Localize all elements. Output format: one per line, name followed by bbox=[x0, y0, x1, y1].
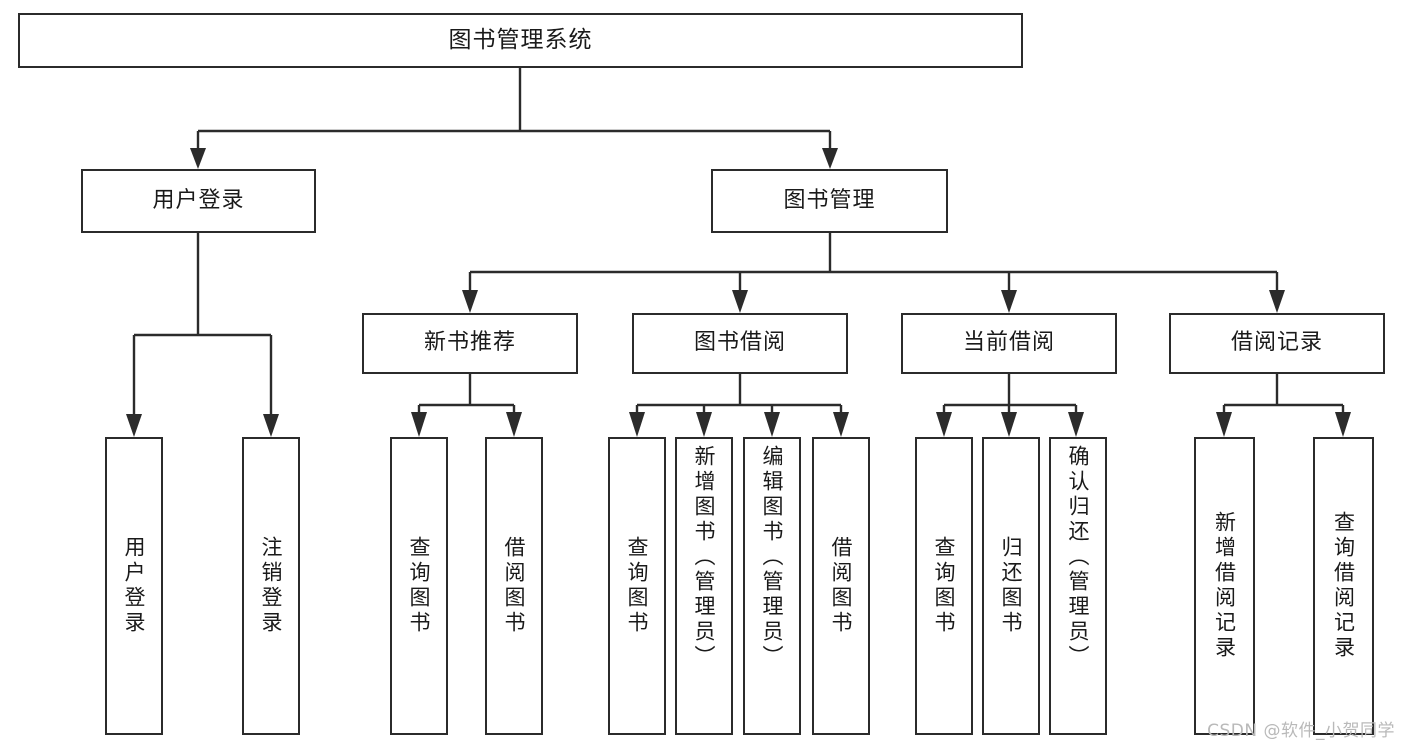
node-leaf-edit-book-admin[interactable]: 编辑图书（管理员） bbox=[743, 437, 801, 735]
node-book-borrow[interactable]: 图书借阅 bbox=[632, 313, 848, 374]
node-book-management[interactable]: 图书管理 bbox=[711, 169, 948, 233]
node-label: 新书推荐 bbox=[423, 330, 516, 356]
vertical-text-wrap: 借阅图书 bbox=[487, 445, 541, 727]
node-label: 图书借阅 bbox=[693, 330, 786, 356]
node-leaf-add-book-admin[interactable]: 新增图书（管理员） bbox=[675, 437, 733, 735]
node-label: 新增借阅记录 bbox=[1212, 511, 1237, 661]
node-leaf-borrow-book[interactable]: 借阅图书 bbox=[812, 437, 870, 735]
node-leaf-query-book-borrow[interactable]: 查询图书 bbox=[608, 437, 666, 735]
node-label: 图书管理 bbox=[783, 187, 876, 213]
vertical-text-wrap: 查询借阅记录 bbox=[1315, 445, 1372, 727]
node-leaf-query-borrow-record[interactable]: 查询借阅记录 bbox=[1313, 437, 1374, 735]
node-label: 借阅图书 bbox=[502, 536, 527, 636]
node-label: 归还图书 bbox=[999, 536, 1024, 636]
node-leaf-add-borrow-record[interactable]: 新增借阅记录 bbox=[1194, 437, 1255, 735]
node-leaf-query-book-recommend[interactable]: 查询图书 bbox=[390, 437, 448, 735]
vertical-text-wrap: 查询图书 bbox=[610, 445, 664, 727]
node-label: 编辑图书（管理员） bbox=[760, 445, 785, 670]
node-leaf-query-book-current[interactable]: 查询图书 bbox=[915, 437, 973, 735]
node-label: 借阅记录 bbox=[1230, 330, 1323, 356]
node-label: 借阅图书 bbox=[829, 536, 854, 636]
node-label: 图书管理系统 bbox=[448, 26, 593, 53]
node-user-login[interactable]: 用户登录 bbox=[81, 169, 316, 233]
node-leaf-confirm-return-admin[interactable]: 确认归还（管理员） bbox=[1049, 437, 1107, 735]
node-leaf-borrow-book-recommend[interactable]: 借阅图书 bbox=[485, 437, 543, 735]
node-label: 用户登录 bbox=[152, 187, 245, 213]
node-label: 查询图书 bbox=[932, 536, 957, 636]
vertical-text-wrap: 编辑图书（管理员） bbox=[745, 445, 799, 727]
node-leaf-user-login[interactable]: 用户登录 bbox=[105, 437, 163, 735]
node-label: 用户登录 bbox=[122, 536, 147, 636]
node-leaf-return-book[interactable]: 归还图书 bbox=[982, 437, 1040, 735]
vertical-text-wrap: 查询图书 bbox=[917, 445, 971, 727]
vertical-text-wrap: 新增借阅记录 bbox=[1196, 445, 1253, 727]
node-label: 查询图书 bbox=[407, 536, 432, 636]
node-label: 查询借阅记录 bbox=[1331, 511, 1356, 661]
vertical-text-wrap: 新增图书（管理员） bbox=[677, 445, 731, 727]
vertical-text-wrap: 确认归还（管理员） bbox=[1051, 445, 1105, 727]
node-label: 注销登录 bbox=[259, 536, 284, 636]
node-current-borrow[interactable]: 当前借阅 bbox=[901, 313, 1117, 374]
vertical-text-wrap: 查询图书 bbox=[392, 445, 446, 727]
node-label: 查询图书 bbox=[625, 536, 650, 636]
vertical-text-wrap: 归还图书 bbox=[984, 445, 1038, 727]
node-label: 确认归还（管理员） bbox=[1066, 445, 1091, 670]
node-leaf-logout[interactable]: 注销登录 bbox=[242, 437, 300, 735]
node-label: 当前借阅 bbox=[962, 330, 1055, 356]
vertical-text-wrap: 用户登录 bbox=[107, 445, 161, 727]
vertical-text-wrap: 借阅图书 bbox=[814, 445, 868, 727]
node-borrow-record[interactable]: 借阅记录 bbox=[1169, 313, 1385, 374]
node-new-book-recommend[interactable]: 新书推荐 bbox=[362, 313, 578, 374]
node-label: 新增图书（管理员） bbox=[692, 445, 717, 670]
node-root-book-management-system[interactable]: 图书管理系统 bbox=[18, 13, 1023, 68]
vertical-text-wrap: 注销登录 bbox=[244, 445, 298, 727]
